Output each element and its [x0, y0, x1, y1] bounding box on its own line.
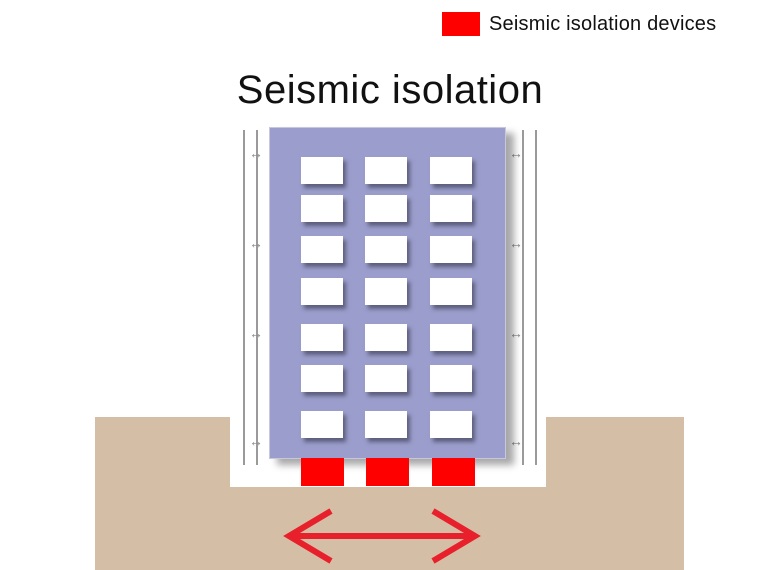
legend: Seismic isolation devices — [442, 12, 716, 36]
diagram-title: Seismic isolation — [236, 68, 544, 112]
double-headed-arrow-icon — [283, 508, 481, 564]
window — [365, 236, 407, 263]
window — [365, 278, 407, 305]
horizontal-arrow-icon: ↔ — [509, 325, 523, 341]
window — [301, 411, 343, 438]
window — [430, 278, 472, 305]
horizontal-arrow-icon: ↔ — [249, 145, 263, 161]
window — [430, 195, 472, 222]
horizontal-arrow-icon: ↔ — [249, 235, 263, 251]
isolation-device — [301, 458, 344, 486]
window — [430, 157, 472, 184]
window — [430, 411, 472, 438]
legend-swatch — [442, 12, 480, 36]
window — [430, 365, 472, 392]
ground-bottom — [95, 487, 684, 570]
window — [301, 278, 343, 305]
horizontal-arrow-icon: ↔ — [509, 235, 523, 251]
window — [301, 157, 343, 184]
isolation-device — [366, 458, 409, 486]
legend-label: Seismic isolation devices — [489, 12, 717, 35]
building — [269, 127, 506, 459]
horizontal-arrow-icon: ↔ — [509, 145, 523, 161]
window — [301, 236, 343, 263]
retaining-wall-left-inner — [256, 130, 258, 465]
isolation-device — [432, 458, 475, 486]
window — [365, 195, 407, 222]
window — [430, 324, 472, 351]
window — [301, 365, 343, 392]
retaining-wall-right-inner — [522, 130, 524, 465]
window — [430, 236, 472, 263]
horizontal-arrow-icon: ↔ — [249, 433, 263, 449]
retaining-wall-left-outer — [243, 130, 245, 465]
horizontal-arrow-icon: ↔ — [249, 325, 263, 341]
window — [301, 324, 343, 351]
window — [365, 411, 407, 438]
window — [365, 157, 407, 184]
window — [365, 324, 407, 351]
horizontal-arrow-icon: ↔ — [509, 433, 523, 449]
retaining-wall-right-outer — [535, 130, 537, 465]
window — [301, 195, 343, 222]
window — [365, 365, 407, 392]
